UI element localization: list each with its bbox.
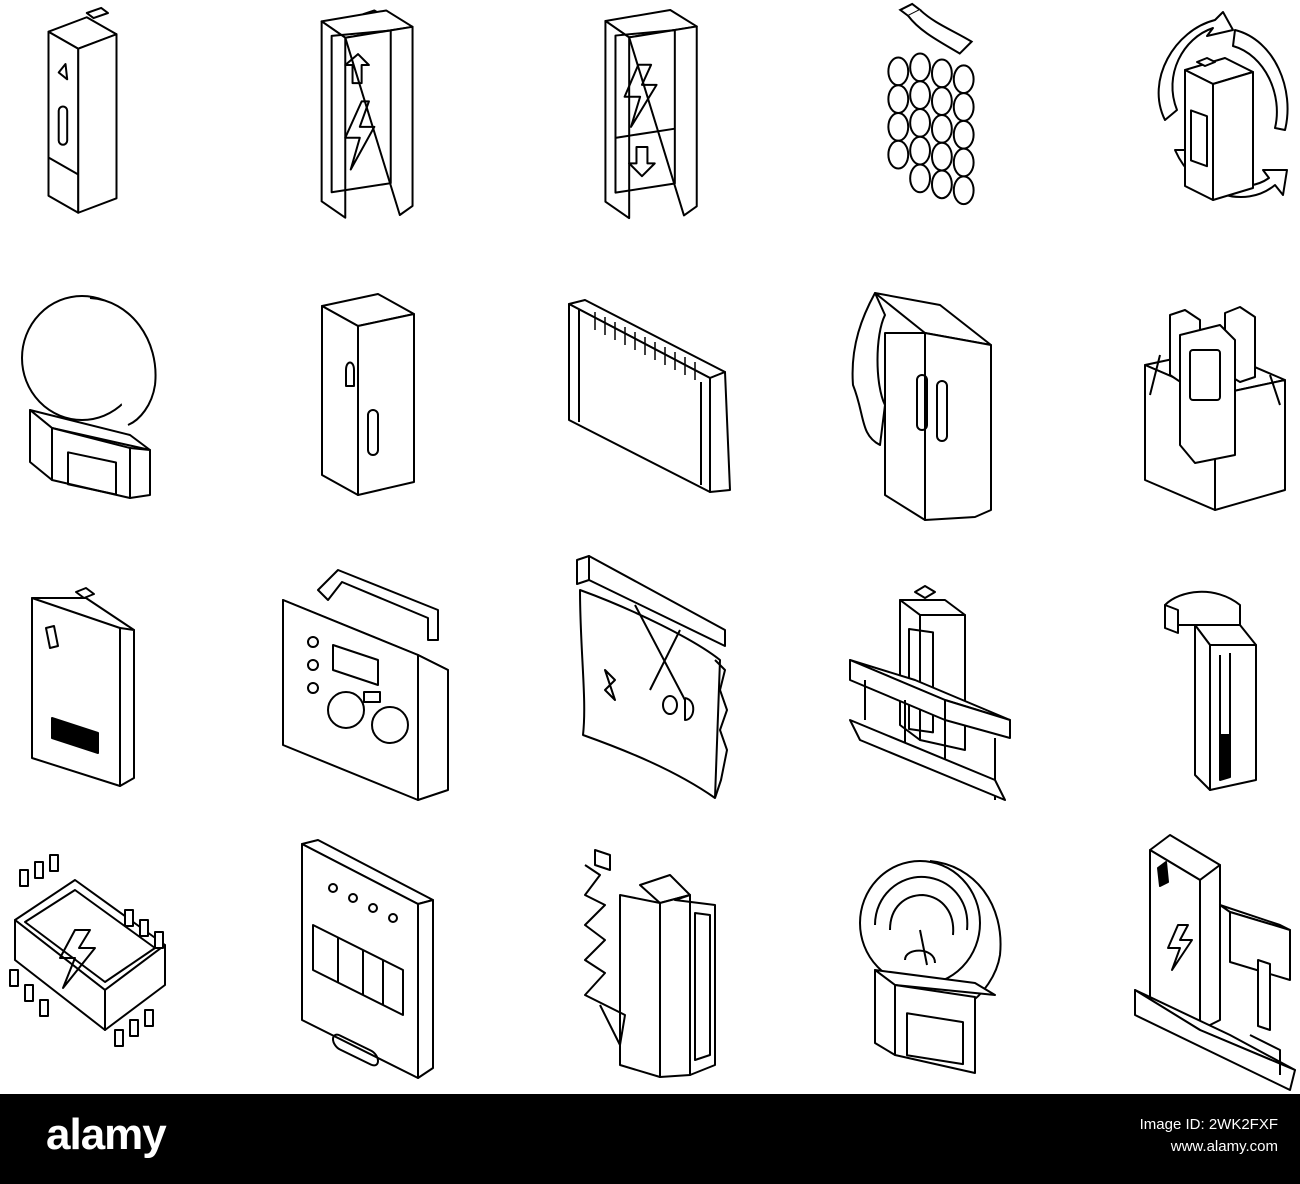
site-url-label: www.alamy.com — [1170, 1138, 1278, 1155]
battery-gauge-icon — [855, 855, 1005, 1075]
battery-cell-icon — [318, 290, 418, 500]
slim-battery-icon — [1160, 585, 1260, 795]
flat-battery-icon — [28, 588, 138, 788]
battery-on-stand-icon — [845, 580, 1015, 805]
charger-dock-icon — [1130, 830, 1300, 1095]
battery-modules-icon — [1140, 285, 1290, 515]
brand-logo: alamy — [46, 1110, 167, 1159]
charging-battery-icon — [318, 10, 418, 220]
image-id-label: Image ID: 2WK2FXF — [1139, 1116, 1278, 1133]
pouch-battery-icon — [845, 285, 995, 520]
icon-grid — [0, 0, 1300, 1094]
tall-battery-icon — [40, 10, 125, 220]
cell-stack-icon — [580, 845, 720, 1080]
recycling-battery-icon — [1135, 10, 1295, 220]
discharging-battery-icon — [598, 10, 706, 220]
battery-box-icon — [298, 840, 438, 1080]
round-battery-icon — [10, 290, 160, 500]
flexible-battery-icon — [575, 550, 730, 800]
battery-module-icon — [565, 300, 735, 495]
stock-watermark-bar: alamy Image ID: 2WK2FXF www.alamy.com — [0, 1094, 1300, 1184]
battery-chip-icon — [5, 850, 170, 1065]
cell-pack-icon — [880, 2, 980, 220]
power-station-icon — [278, 560, 453, 805]
